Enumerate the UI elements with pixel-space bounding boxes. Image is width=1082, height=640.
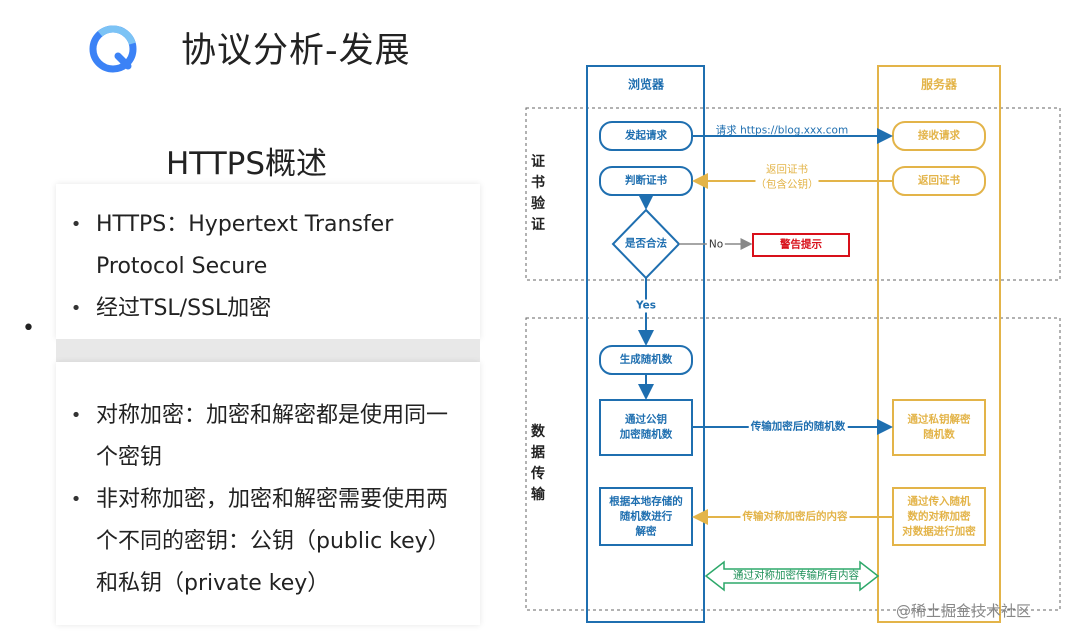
node-legal-label: 是否合法 [625,237,667,250]
node-encrypt-content [892,487,986,546]
edge-yes-label: Yes [633,299,659,313]
section-subtitle: HTTPS概述 [166,146,328,182]
bullet-item: •对称加密：加密和解密都是使用同一 [70,403,449,428]
node-request-label: 发起请求 [625,129,667,142]
encryption-card: •对称加密：加密和解密都是使用同一 个密钥 •非对称加密，加密和解密需要使用两 … [56,362,480,625]
bullet-item-continued: 个不同的密钥：公钥（public key） [96,529,450,554]
node-receive-label: 接收请求 [918,129,960,142]
edge-send-random-label: 传输加密后的随机数 [748,420,848,434]
edge-send-content-label: 传输对称加密后的内容 [740,510,850,524]
node-decrypt-content [599,487,693,546]
node-encrypt-random [599,399,693,456]
edge-symmetric-label: 通过对称加密传输所有内容 [733,569,859,582]
node-warning-label: 警告提示 [780,238,822,251]
node-encrypt-random-label: 加密随机数 [619,428,673,441]
browser-lane-label: 浏览器 [627,77,665,92]
node-decrypt-random [892,399,986,456]
bullet-item: •经过TSL/SSL加密 [70,296,272,321]
edge-no-label: No [706,238,726,252]
node-gen-random-label: 生成随机数 [619,353,673,366]
node-decrypt-random-label: 随机数 [923,428,955,441]
node-receive [892,121,986,151]
node-decrypt-content-label: 解密 [635,525,657,538]
node-warning [752,233,850,257]
edge-return-cert-label: 返回证书 [766,163,808,176]
edge-return-cert-label: （包含公钥） [755,178,819,192]
outer-bullet-dot: • [22,316,35,341]
edge-symmetric-arrow [704,560,880,592]
section-cert-verify-label: 证书验证 [531,154,545,233]
server-lane-label: 服务器 [920,77,958,92]
section-cert-verify [525,107,1061,281]
bullet-item: •HTTPS：Hypertext Transfer [70,212,394,237]
node-encrypt-content-label: 对数据进行加密 [902,525,976,538]
node-decrypt-content-label: 随机数进行 [619,510,673,523]
node-encrypt-content-label: 数的对称加密 [907,510,971,523]
bullet-item: •非对称加密，加密和解密需要使用两 [70,487,449,512]
server-lane [877,65,1001,623]
node-encrypt-content-label: 通过传入随机 [907,495,971,508]
watermark: @稀土掘金技术社区 [896,602,1032,620]
node-decrypt-content-label: 根据本地存储的 [609,495,683,508]
section-data-transfer [525,317,1061,611]
node-encrypt-random-label: 通过公钥 [625,413,667,426]
node-return-cert-label: 返回证书 [918,174,960,187]
node-check-cert-label: 判断证书 [625,174,667,187]
node-decrypt-random-label: 通过私钥解密 [907,413,971,426]
edge-request-label: 请求 https://blog.xxx.com [715,124,849,137]
divider [56,339,480,362]
bullet-item-continued: 个密钥 [96,445,163,470]
bullet-item-continued: 和私钥（private key） [96,571,330,596]
https-flow-diagram: 浏览器 服务器 证书验证 数据传输 发起请求 判断证书 是否合法 警告提示 生成… [520,60,1065,630]
browser-lane [586,65,705,623]
page-title: 协议分析-发展 [181,31,411,71]
section-data-transfer-label: 数据传输 [531,424,545,503]
overview-card: •HTTPS：Hypertext Transfer Protocol Secur… [56,184,480,339]
app-logo-icon [89,25,137,73]
bullet-item-continued: Protocol Secure [96,254,268,279]
